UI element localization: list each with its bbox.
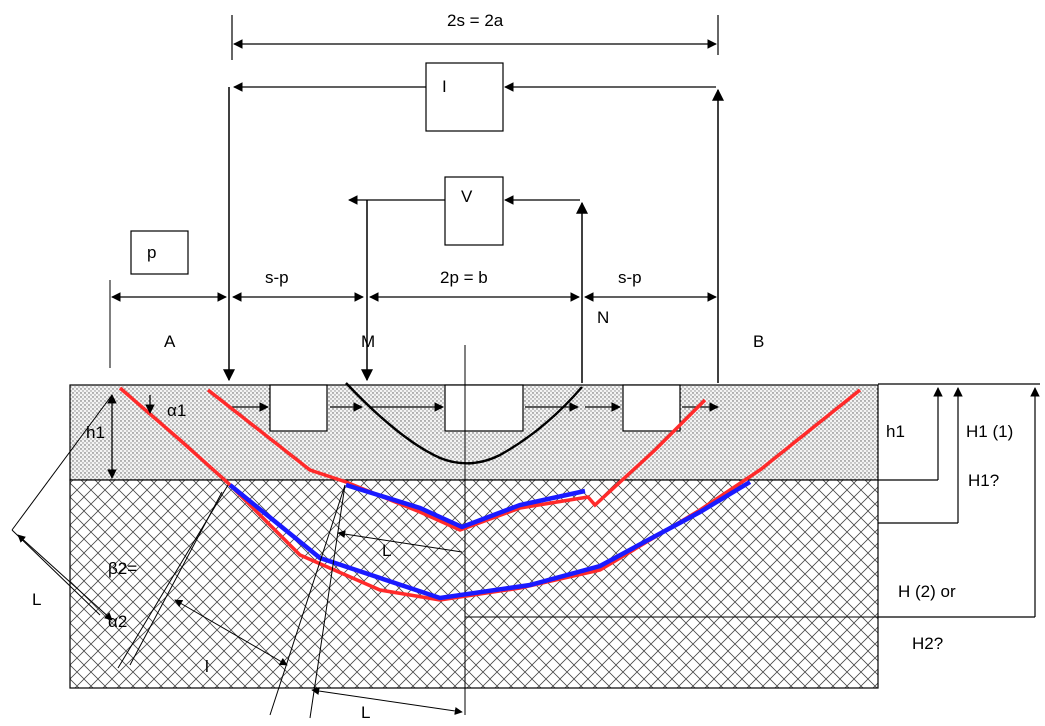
mn-spacing-label: 2p = b <box>440 268 488 287</box>
ray-shallow <box>206 388 707 532</box>
voltmeter-label: V <box>461 187 473 206</box>
nb-spacing-label: s-p <box>618 268 642 287</box>
right-depth-markers <box>878 383 1040 618</box>
refracted-deep <box>228 480 752 601</box>
length-l-small-label: l <box>205 657 209 676</box>
h1-right-label: h1 <box>886 422 905 441</box>
length-l-bottom-label: L <box>361 703 370 722</box>
alpha2-label: α2 <box>108 612 127 631</box>
electrode-box-3 <box>622 384 681 432</box>
depth-h1-q-label: H1? <box>968 471 999 490</box>
construction-lines <box>11 394 463 719</box>
electrode-a-label: A <box>164 332 176 351</box>
voltage-circuit: V <box>348 176 588 383</box>
spacing-dimensions: s-p 2p = b s-p <box>109 268 717 368</box>
p-box <box>130 230 189 275</box>
electrode-m-label: M <box>361 332 375 351</box>
current-source-box <box>425 62 504 132</box>
ab-spacing-label: 2s = 2a <box>447 11 504 30</box>
ab-spacing-dimension: 2s = 2a <box>231 11 719 60</box>
length-l-mid-label: L <box>382 541 391 560</box>
current-source-label: I <box>442 77 447 96</box>
depth-h2-q-label: H2? <box>912 634 943 653</box>
refracted-shallow <box>345 482 586 530</box>
layer-2 <box>69 479 879 689</box>
depth-h1-1-label: H1 (1) <box>966 422 1013 441</box>
refracted-paths <box>228 480 752 601</box>
length-l-left-label: L <box>32 590 41 609</box>
ground-layers <box>69 384 879 689</box>
electrode-box-1 <box>269 384 328 432</box>
depth-h2-or-label: H (2) or <box>898 582 956 601</box>
voltmeter-box <box>444 176 504 246</box>
current-circuit: I <box>223 62 724 383</box>
electrode-b-label: B <box>753 332 764 351</box>
p-label: p <box>147 243 156 262</box>
electrode-box-2 <box>444 384 524 432</box>
electrode-n-label: N <box>597 308 609 327</box>
am-spacing-label: s-p <box>265 268 289 287</box>
h1-left-label: h1 <box>86 423 105 442</box>
beta2-label: β2= <box>108 559 137 578</box>
alpha1-label: α1 <box>167 401 186 420</box>
equipotential-curve <box>345 382 583 465</box>
